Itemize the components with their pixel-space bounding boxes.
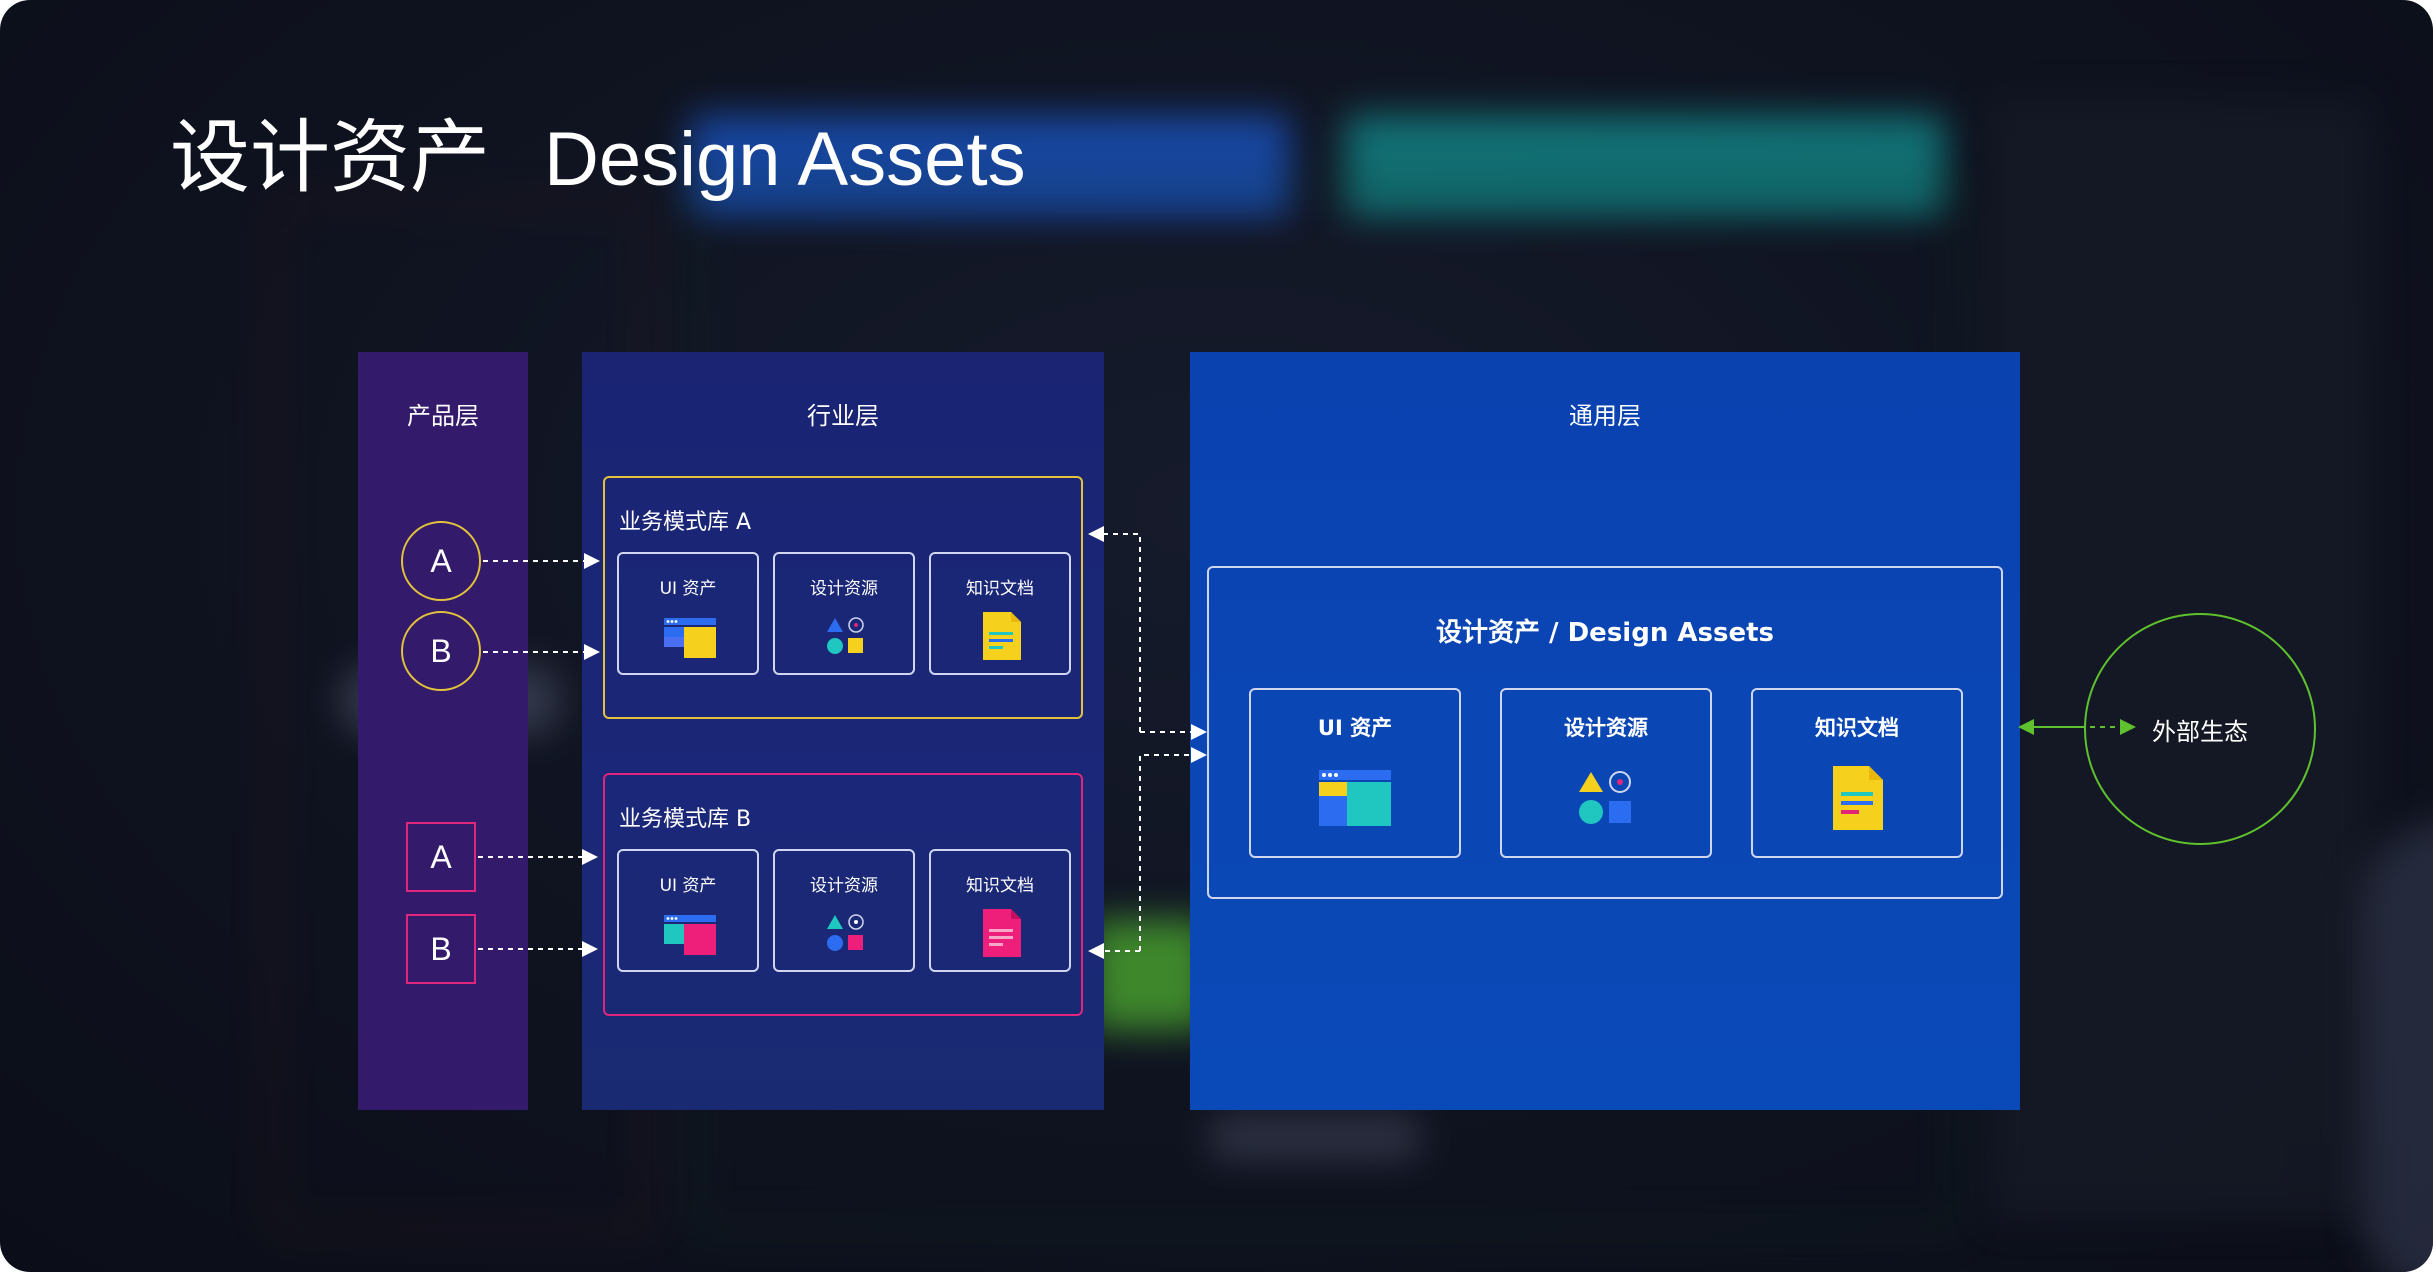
document-icon: [983, 909, 1021, 957]
card-label: 知识文档: [966, 579, 1034, 599]
product-node-b-pink: B: [406, 914, 476, 984]
card-label: 设计资源: [810, 876, 878, 896]
design-resource-icon: [827, 914, 864, 951]
bg-blur-shape-right: [2360, 820, 2433, 1272]
ui-asset-icon: [1319, 770, 1391, 826]
bg-blur-grey-bar: [1210, 1115, 1420, 1160]
library-b-card-resources: 设计资源: [773, 849, 915, 972]
bg-blur-blue-bar: [690, 115, 1290, 215]
industry-layer-label: 行业层: [807, 402, 879, 430]
library-a-card-docs: 知识文档: [929, 552, 1071, 675]
library-b-card-ui: UI 资产: [617, 849, 759, 972]
product-node-a-pink: A: [406, 822, 476, 892]
card-label: UI 资产: [659, 876, 717, 896]
product-layer-label: 产品层: [407, 402, 479, 430]
library-b-card-docs: 知识文档: [929, 849, 1071, 972]
design-assets-title: 设计资产 / Design Assets: [1436, 618, 1774, 648]
card-label: UI 资产: [1317, 716, 1393, 740]
industry-layer: 行业层: [582, 352, 1104, 1110]
design-assets-card-docs: 知识文档: [1751, 688, 1963, 858]
product-node-a-yellow: A: [401, 521, 481, 601]
title-zh: 设计资产: [170, 111, 490, 204]
title-en: Design Assets: [544, 117, 1026, 202]
connector-lib-b-to-general: [1139, 747, 1207, 951]
library-a-title: 业务模式库 A: [619, 510, 752, 535]
library-a-card-resources: 设计资源: [773, 552, 915, 675]
card-label: 知识文档: [1815, 716, 1899, 740]
product-node-b-yellow: B: [401, 611, 481, 691]
general-layer-label: 通用层: [1569, 402, 1641, 430]
card-label: 设计资源: [810, 579, 878, 599]
design-resource-icon: [1579, 771, 1631, 824]
document-icon: [983, 612, 1021, 660]
card-label: UI 资产: [659, 579, 717, 599]
ui-asset-icon: [664, 915, 716, 955]
library-b-title: 业务模式库 B: [619, 807, 752, 832]
design-assets-card-ui: UI 资产: [1249, 688, 1461, 858]
library-a: 业务模式库 A UI 资产 设计资源 知识文档: [603, 476, 1083, 719]
design-resource-icon: [827, 617, 864, 654]
library-b: 业务模式库 B UI 资产 设计资源 知识文档: [603, 773, 1083, 1016]
general-layer: 通用层: [1190, 352, 2020, 1110]
design-assets-card-resources: 设计资源: [1500, 688, 1712, 858]
card-label: 知识文档: [966, 876, 1034, 896]
card-label: 设计资源: [1564, 716, 1648, 740]
connector-general-to-lib-a: [1088, 526, 1141, 732]
library-a-card-ui: UI 资产: [617, 552, 759, 675]
external-ecosystem-node: 外部生态: [2084, 613, 2316, 845]
document-icon: [1833, 766, 1883, 830]
bg-blur-teal-bar: [1345, 115, 1945, 215]
ui-asset-icon: [664, 618, 716, 658]
design-assets-box: 设计资产 / Design Assets UI 资产 设计资源 知识文档: [1207, 566, 2003, 899]
